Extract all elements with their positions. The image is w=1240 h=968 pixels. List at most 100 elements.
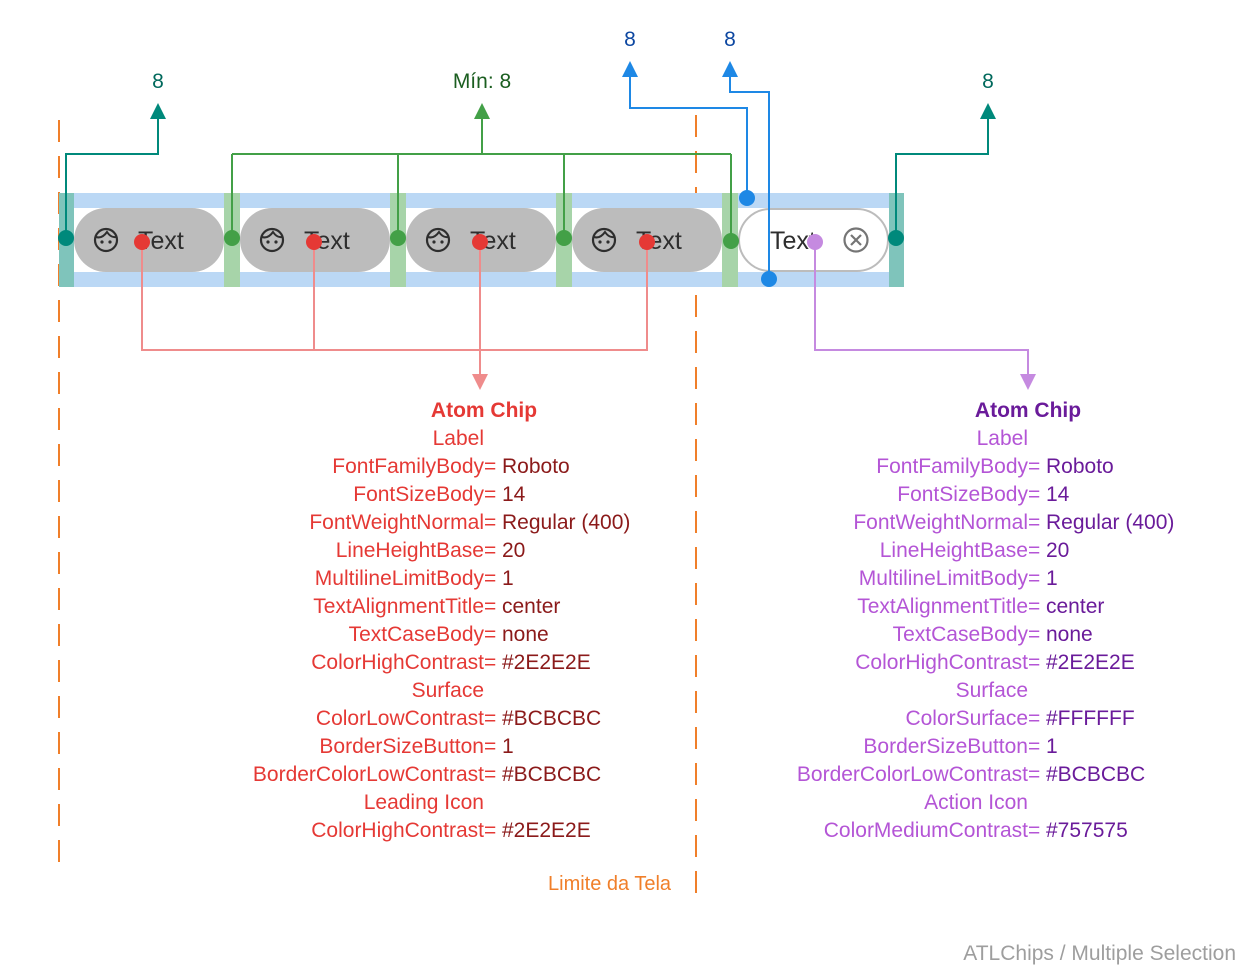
spec-key: ColorMediumContrast — [823, 819, 1028, 842]
spec-row: TextCaseBody=none — [718, 621, 1240, 649]
spacing-label-gap: Mín: 8 — [453, 70, 511, 93]
spec-row: TextCaseBody=none — [174, 621, 794, 649]
spec-row: BorderColorLowContrast=#BCBCBC — [174, 761, 794, 789]
vertical-spacing-callout-bottom: 8 — [722, 28, 777, 287]
spec-value: 1 — [502, 567, 514, 590]
spec-row: TextAlignmentTitle=center — [174, 593, 794, 621]
spec-section-label: Label — [976, 427, 1028, 450]
spec-value: 1 — [1046, 567, 1058, 590]
spec-value: 20 — [502, 539, 526, 562]
spec-value: 1 — [1046, 735, 1058, 758]
footer-breadcrumb: ATLChips / Multiple Selection — [963, 942, 1236, 965]
spec-title: Atom Chip — [430, 399, 538, 422]
spec-key: FontSizeBody — [897, 483, 1028, 506]
spec-value: #BCBCBC — [502, 707, 602, 730]
spec-section-icon: Action Icon — [924, 791, 1028, 814]
spec-row: FontSizeBody=14 — [174, 481, 794, 509]
spec-row: LineHeightBase=20 — [718, 537, 1240, 565]
spec-key: TextAlignmentTitle — [313, 595, 484, 618]
spec-section-label: Label — [432, 427, 484, 450]
spec-section-surface: Surface — [955, 679, 1028, 702]
spec-value: #2E2E2E — [1046, 651, 1135, 674]
spec-row: ColorHighContrast=#2E2E2E — [174, 649, 794, 677]
spec-value: #757575 — [1046, 819, 1128, 842]
spec-key: BorderSizeButton — [863, 735, 1028, 758]
spec-row: ColorHighContrast=#2E2E2E — [174, 817, 794, 845]
edge-spacing-callout-right: 8 — [888, 70, 996, 246]
spec-key: ColorHighContrast — [311, 651, 484, 674]
spec-value: 1 — [502, 735, 514, 758]
spec-title: Atom Chip — [974, 399, 1082, 422]
spec-value: #2E2E2E — [502, 819, 591, 842]
outlined-chip-spec: Atom Chip Label FontFamilyBody=Roboto Fo… — [718, 397, 1240, 845]
spec-key: BorderColorLowContrast — [252, 763, 484, 786]
spec-value: #BCBCBC — [1046, 763, 1146, 786]
gap-spacing-callout: Mín: 8 — [224, 70, 739, 249]
spec-key: BorderColorLowContrast — [796, 763, 1028, 786]
outlined-chip-spec-callout — [807, 234, 1036, 390]
spec-value: none — [1046, 623, 1093, 646]
spec-key: BorderSizeButton — [319, 735, 484, 758]
spacing-label-right: 8 — [982, 70, 994, 93]
spec-row: FontFamilyBody=Roboto — [718, 453, 1240, 481]
chip-track-bottom — [59, 272, 904, 287]
edge-spacing-callout-left: 8 — [58, 70, 166, 246]
filled-chip-spec-callout — [134, 234, 655, 390]
spec-key: ColorHighContrast — [311, 819, 484, 842]
screen-limit-label: Limite da Tela — [548, 873, 672, 895]
spec-value: Regular (400) — [1046, 511, 1175, 534]
spec-key: FontSizeBody — [353, 483, 484, 506]
spec-value: 20 — [1046, 539, 1070, 562]
spacing-label-top: 8 — [624, 28, 636, 51]
spec-row: ColorMediumContrast=#757575 — [718, 817, 1240, 845]
spec-key: LineHeightBase — [335, 539, 484, 562]
spec-row: FontWeightNormal=Regular (400) — [174, 509, 794, 537]
spec-key: MultilineLimitBody — [858, 567, 1028, 590]
spec-key: LineHeightBase — [879, 539, 1028, 562]
spec-row: MultilineLimitBody=1 — [718, 565, 1240, 593]
spec-key: TextAlignmentTitle — [857, 595, 1028, 618]
spec-key: MultilineLimitBody — [314, 567, 484, 590]
spec-key: TextCaseBody — [348, 623, 484, 646]
spec-row: ColorSurface=#FFFFFF — [718, 705, 1240, 733]
spec-row: BorderSizeButton=1 — [174, 733, 794, 761]
spec-value: Regular (400) — [502, 511, 631, 534]
spec-key: ColorHighContrast — [855, 651, 1028, 674]
spec-key: FontWeightNormal — [309, 511, 484, 534]
spec-key: ColorSurface — [905, 707, 1028, 730]
spec-section-surface: Surface — [411, 679, 484, 702]
spec-key: ColorLowContrast — [315, 707, 484, 730]
spec-key: FontWeightNormal — [853, 511, 1028, 534]
spec-row: TextAlignmentTitle=center — [718, 593, 1240, 621]
spec-value: #BCBCBC — [502, 763, 602, 786]
spec-row: MultilineLimitBody=1 — [174, 565, 794, 593]
chip-track-top — [59, 193, 904, 208]
spec-row: LineHeightBase=20 — [174, 537, 794, 565]
spec-row: BorderColorLowContrast=#BCBCBC — [718, 761, 1240, 789]
close-circle-icon[interactable] — [843, 227, 869, 253]
spec-value: 14 — [502, 483, 526, 506]
spec-value: 14 — [1046, 483, 1070, 506]
spec-row: FontWeightNormal=Regular (400) — [718, 509, 1240, 537]
spec-section-icon: Leading Icon — [363, 791, 484, 814]
spec-row: FontSizeBody=14 — [718, 481, 1240, 509]
spec-value: Roboto — [502, 455, 570, 478]
spec-key: FontFamilyBody — [876, 455, 1028, 478]
spec-row: ColorHighContrast=#2E2E2E — [718, 649, 1240, 677]
spec-row: BorderSizeButton=1 — [718, 733, 1240, 761]
spec-value: center — [1046, 595, 1105, 618]
spec-key: TextCaseBody — [892, 623, 1028, 646]
spec-value: center — [502, 595, 561, 618]
spec-value: #2E2E2E — [502, 651, 591, 674]
spacing-label-left: 8 — [152, 70, 164, 93]
vertical-spacing-callout-top: 8 — [622, 28, 755, 206]
filled-chip-spec: Atom Chip Label FontFamilyBody=Roboto Fo… — [174, 397, 794, 845]
spec-row: FontFamilyBody=Roboto — [174, 453, 794, 481]
spec-row: ColorLowContrast=#BCBCBC — [174, 705, 794, 733]
spacing-label-bottom: 8 — [724, 28, 736, 51]
spec-value: none — [502, 623, 549, 646]
spec-value: Roboto — [1046, 455, 1114, 478]
spec-value: #FFFFFF — [1046, 707, 1135, 730]
spec-key: FontFamilyBody — [332, 455, 484, 478]
